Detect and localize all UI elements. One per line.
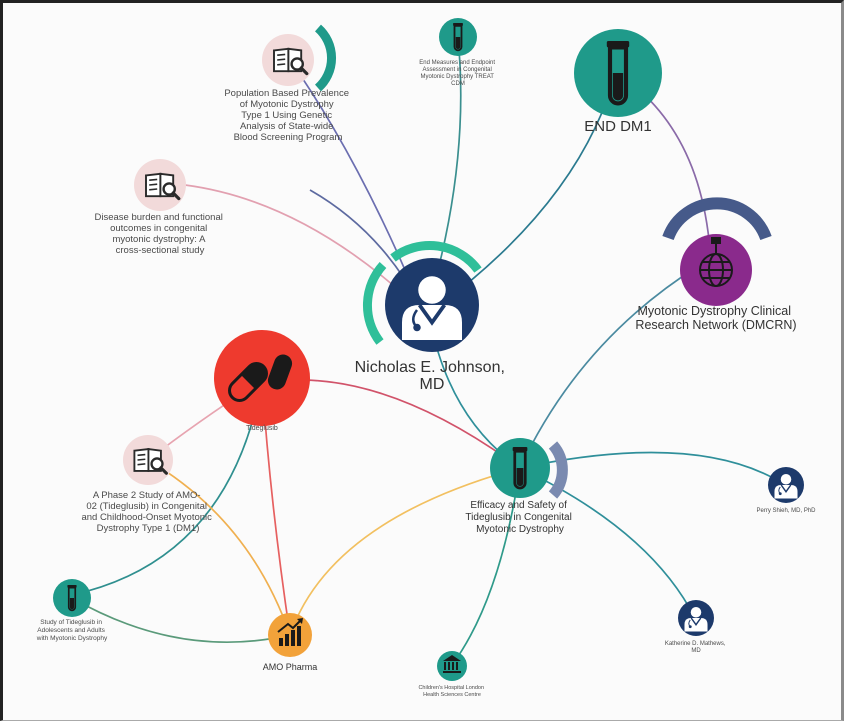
link-dmcrn-efficacy — [519, 264, 701, 469]
node-label: Myotonic Dystrophy Clinical Research Net… — [635, 304, 796, 332]
node-end-dm1[interactable]: END DM1 — [574, 29, 662, 135]
node-tideglusib[interactable]: Tideglusib — [214, 330, 310, 432]
link-efficacy-person2 — [519, 467, 696, 619]
node-disease-burden[interactable]: Disease burden and functional outcomes i… — [95, 159, 226, 256]
book-magnifier-icon — [144, 172, 181, 201]
book-magnifier-icon — [132, 447, 168, 475]
node-label: Perry Shieh, MD, PhD — [756, 508, 816, 514]
pills-icon — [228, 354, 293, 402]
link-center-enddm1 — [439, 74, 616, 306]
link-efficacy-amopharma — [289, 467, 521, 636]
node-label: Population Based Prevalence of Myotonic … — [224, 88, 351, 143]
node-circle — [268, 613, 312, 657]
link-burden-center — [184, 184, 411, 301]
node-label: Tideglusib — [246, 425, 278, 432]
node-label: END DM1 — [584, 118, 652, 135]
node-label: Study of Tideglusib in Adolescents and A… — [36, 619, 108, 642]
node-endpoint-study[interactable]: End Measures and Endpoint Assessment in … — [419, 18, 496, 87]
node-efficacy-study[interactable]: Efficacy and Safety of Tideglusib in Con… — [465, 438, 574, 535]
book-magnifier-icon — [272, 47, 309, 76]
node-katherine-mathews[interactable]: Katherine D. Mathews, MD — [665, 600, 727, 654]
link-studyadol-amopharma — [71, 597, 291, 643]
node-label: Children's Hospital London Health Scienc… — [418, 685, 485, 698]
institution-icon — [443, 655, 461, 673]
node-amo-pharma[interactable]: AMO Pharma — [263, 613, 318, 672]
node-study-adolescents[interactable]: Study of Tideglusib in Adolescents and A… — [36, 579, 108, 642]
ring-arc — [314, 24, 336, 92]
link-efficacy-hospital — [451, 467, 521, 666]
node-amo02-study[interactable]: A Phase 2 Study of AMO- 02 (Tideglusib) … — [81, 435, 214, 534]
node-label: AMO Pharma — [263, 662, 318, 672]
node-label: A Phase 2 Study of AMO- 02 (Tideglusib) … — [81, 490, 214, 534]
node-label: Nicholas E. Johnson, MD — [355, 359, 510, 393]
node-label: Efficacy and Safety of Tideglusib in Con… — [465, 500, 574, 535]
node-population-study[interactable]: Population Based Prevalence of Myotonic … — [224, 24, 351, 143]
link-efficacy-drug — [299, 379, 521, 469]
node-label: Disease burden and functional outcomes i… — [95, 212, 226, 256]
node-nicholas-johnson[interactable]: Nicholas E. Johnson, MD — [355, 241, 510, 393]
ring-arc — [548, 441, 568, 499]
node-label: Katherine D. Mathews, MD — [665, 641, 727, 654]
node-label: End Measures and Endpoint Assessment in … — [419, 60, 496, 87]
ring-arc-left — [362, 261, 387, 345]
globe-icon — [699, 237, 733, 287]
node-hospital[interactable]: Children's Hospital London Health Scienc… — [418, 651, 485, 698]
ring-arc-top — [390, 241, 482, 273]
ring-arc — [662, 197, 772, 241]
link-amo02-amopharma — [147, 459, 291, 636]
bar-chart-icon — [277, 618, 303, 646]
node-dmcrn[interactable]: Myotonic Dystrophy Clinical Research Net… — [635, 197, 797, 332]
node-perry-shieh[interactable]: Perry Shieh, MD, PhD — [756, 467, 816, 514]
